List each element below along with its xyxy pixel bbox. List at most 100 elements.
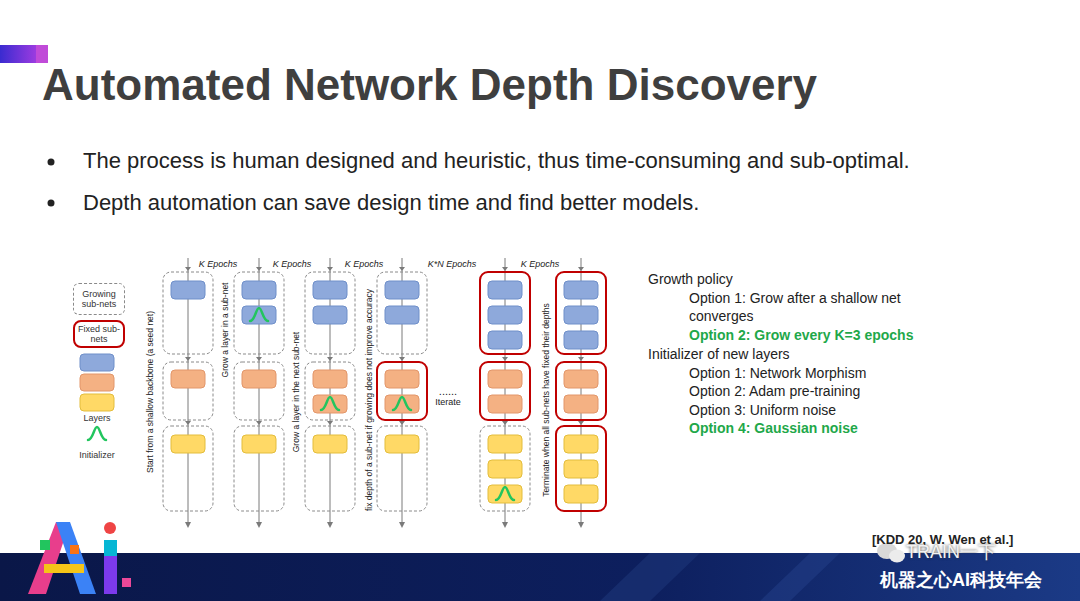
bullet-dot bbox=[48, 159, 55, 166]
flow-arrowhead bbox=[578, 421, 584, 425]
layer-block bbox=[564, 331, 598, 349]
option-highlight: Option 2: Grow every K=3 epochs bbox=[689, 326, 913, 344]
logo-piece bbox=[104, 522, 116, 534]
flow-arrowhead bbox=[578, 522, 584, 528]
layer-block bbox=[385, 306, 419, 324]
logo-piece bbox=[44, 564, 84, 573]
growing-subnet bbox=[163, 426, 213, 511]
legend-fixed-box: Fixed sub-nets bbox=[73, 320, 125, 348]
layer-block bbox=[488, 485, 522, 503]
epoch-label: K Epochs bbox=[345, 258, 384, 270]
flow-arrowhead bbox=[502, 522, 508, 528]
layer-block bbox=[488, 306, 522, 324]
flow-arrowhead bbox=[185, 357, 191, 361]
logo-piece bbox=[56, 522, 96, 594]
option-highlight: Option 4: Gaussian noise bbox=[689, 419, 858, 437]
legend-layer-sample bbox=[80, 354, 114, 371]
flow-arrowhead bbox=[185, 421, 191, 425]
logo-piece bbox=[40, 540, 50, 550]
flow-arrowhead bbox=[399, 267, 405, 271]
legend-growing-box: Growing sub-nets bbox=[73, 283, 125, 315]
fixed-subnet bbox=[377, 362, 427, 420]
growing-subnet bbox=[163, 362, 213, 420]
legend-box-text: Growing sub-nets bbox=[77, 289, 121, 309]
icon-bubble bbox=[889, 550, 905, 563]
flow-arrowhead bbox=[399, 421, 405, 425]
layer-block bbox=[488, 281, 522, 299]
layer-block bbox=[242, 370, 276, 388]
flow-arrowhead bbox=[578, 357, 584, 361]
bullet-text: Depth automation can save design time an… bbox=[83, 188, 699, 217]
layer-block bbox=[313, 435, 347, 453]
watermark: TRAIN一下 bbox=[906, 541, 996, 564]
flow-arrowhead bbox=[327, 421, 333, 425]
logo-piece bbox=[104, 540, 117, 556]
accent-bar bbox=[0, 45, 36, 63]
layer-block bbox=[171, 435, 205, 453]
epoch-label: K Epochs bbox=[521, 258, 560, 270]
layer-block bbox=[488, 331, 522, 349]
flow-arrowhead bbox=[256, 421, 262, 425]
layer-block bbox=[564, 460, 598, 478]
fixed-subnet bbox=[480, 272, 530, 354]
growing-subnet bbox=[377, 426, 427, 511]
flow-arrowhead bbox=[256, 267, 262, 271]
flow-arrowhead bbox=[399, 522, 405, 528]
logo-piece bbox=[122, 578, 131, 587]
flow-arrowhead bbox=[399, 357, 405, 361]
layer-block bbox=[564, 395, 598, 413]
initializer-symbol bbox=[393, 397, 411, 410]
layer-block bbox=[488, 395, 522, 413]
initializer-symbol bbox=[321, 397, 339, 410]
ai-logo bbox=[28, 522, 131, 594]
layer-block bbox=[385, 435, 419, 453]
layer-block bbox=[564, 306, 598, 324]
flow-arrowhead bbox=[578, 267, 584, 271]
legend-text: Layers bbox=[83, 413, 110, 424]
layer-block bbox=[242, 435, 276, 453]
layer-block bbox=[313, 395, 347, 413]
layer-block bbox=[385, 370, 419, 388]
step-label: Start from a shallow backbone (a seed ne… bbox=[145, 311, 155, 473]
growing-subnet bbox=[234, 272, 284, 354]
slide-title: Automated Network Depth Discovery bbox=[42, 58, 817, 112]
fixed-subnet bbox=[556, 272, 606, 354]
flow-arrowhead bbox=[327, 267, 333, 271]
footer-stripe bbox=[760, 553, 840, 601]
layer-block bbox=[313, 370, 347, 388]
growing-subnet bbox=[234, 426, 284, 511]
layer-block bbox=[242, 306, 276, 324]
flow-arrowhead bbox=[502, 357, 508, 361]
layer-block bbox=[313, 281, 347, 299]
footer-stripe bbox=[600, 553, 700, 601]
layer-block bbox=[564, 435, 598, 453]
growing-subnet bbox=[305, 362, 355, 420]
flow-arrowhead bbox=[327, 522, 333, 528]
flow-arrowhead bbox=[256, 357, 262, 361]
flow-arrowhead bbox=[502, 421, 508, 425]
bullet-dot bbox=[48, 200, 55, 207]
layer-block bbox=[488, 370, 522, 388]
layer-block bbox=[564, 370, 598, 388]
epoch-label: K Epochs bbox=[199, 258, 238, 270]
flow-arrowhead bbox=[502, 267, 508, 271]
layer-block bbox=[488, 460, 522, 478]
ellipsis: ...... bbox=[439, 384, 457, 398]
flow-arrowhead bbox=[256, 522, 262, 528]
layer-block bbox=[313, 306, 347, 324]
layer-block bbox=[385, 395, 419, 413]
legend-layer-sample bbox=[80, 374, 114, 391]
option-text: Option 3: Uniform noise bbox=[689, 401, 836, 419]
layer-block bbox=[564, 485, 598, 503]
initializer-symbol bbox=[496, 487, 514, 500]
step-label: Terminate when all sub-nets have fixed t… bbox=[541, 303, 551, 497]
growing-subnet bbox=[305, 426, 355, 511]
step-label: Grow a layer in the next sub-net bbox=[291, 332, 301, 452]
step-label: fix depth of a sub-net if growing does n… bbox=[364, 289, 374, 511]
flow-arrowhead bbox=[185, 522, 191, 528]
logo-piece bbox=[70, 545, 79, 554]
growing-subnet bbox=[234, 362, 284, 420]
legend-initializer-sample bbox=[88, 427, 106, 440]
legend-layer-sample bbox=[80, 394, 114, 411]
growing-subnet bbox=[480, 426, 530, 511]
